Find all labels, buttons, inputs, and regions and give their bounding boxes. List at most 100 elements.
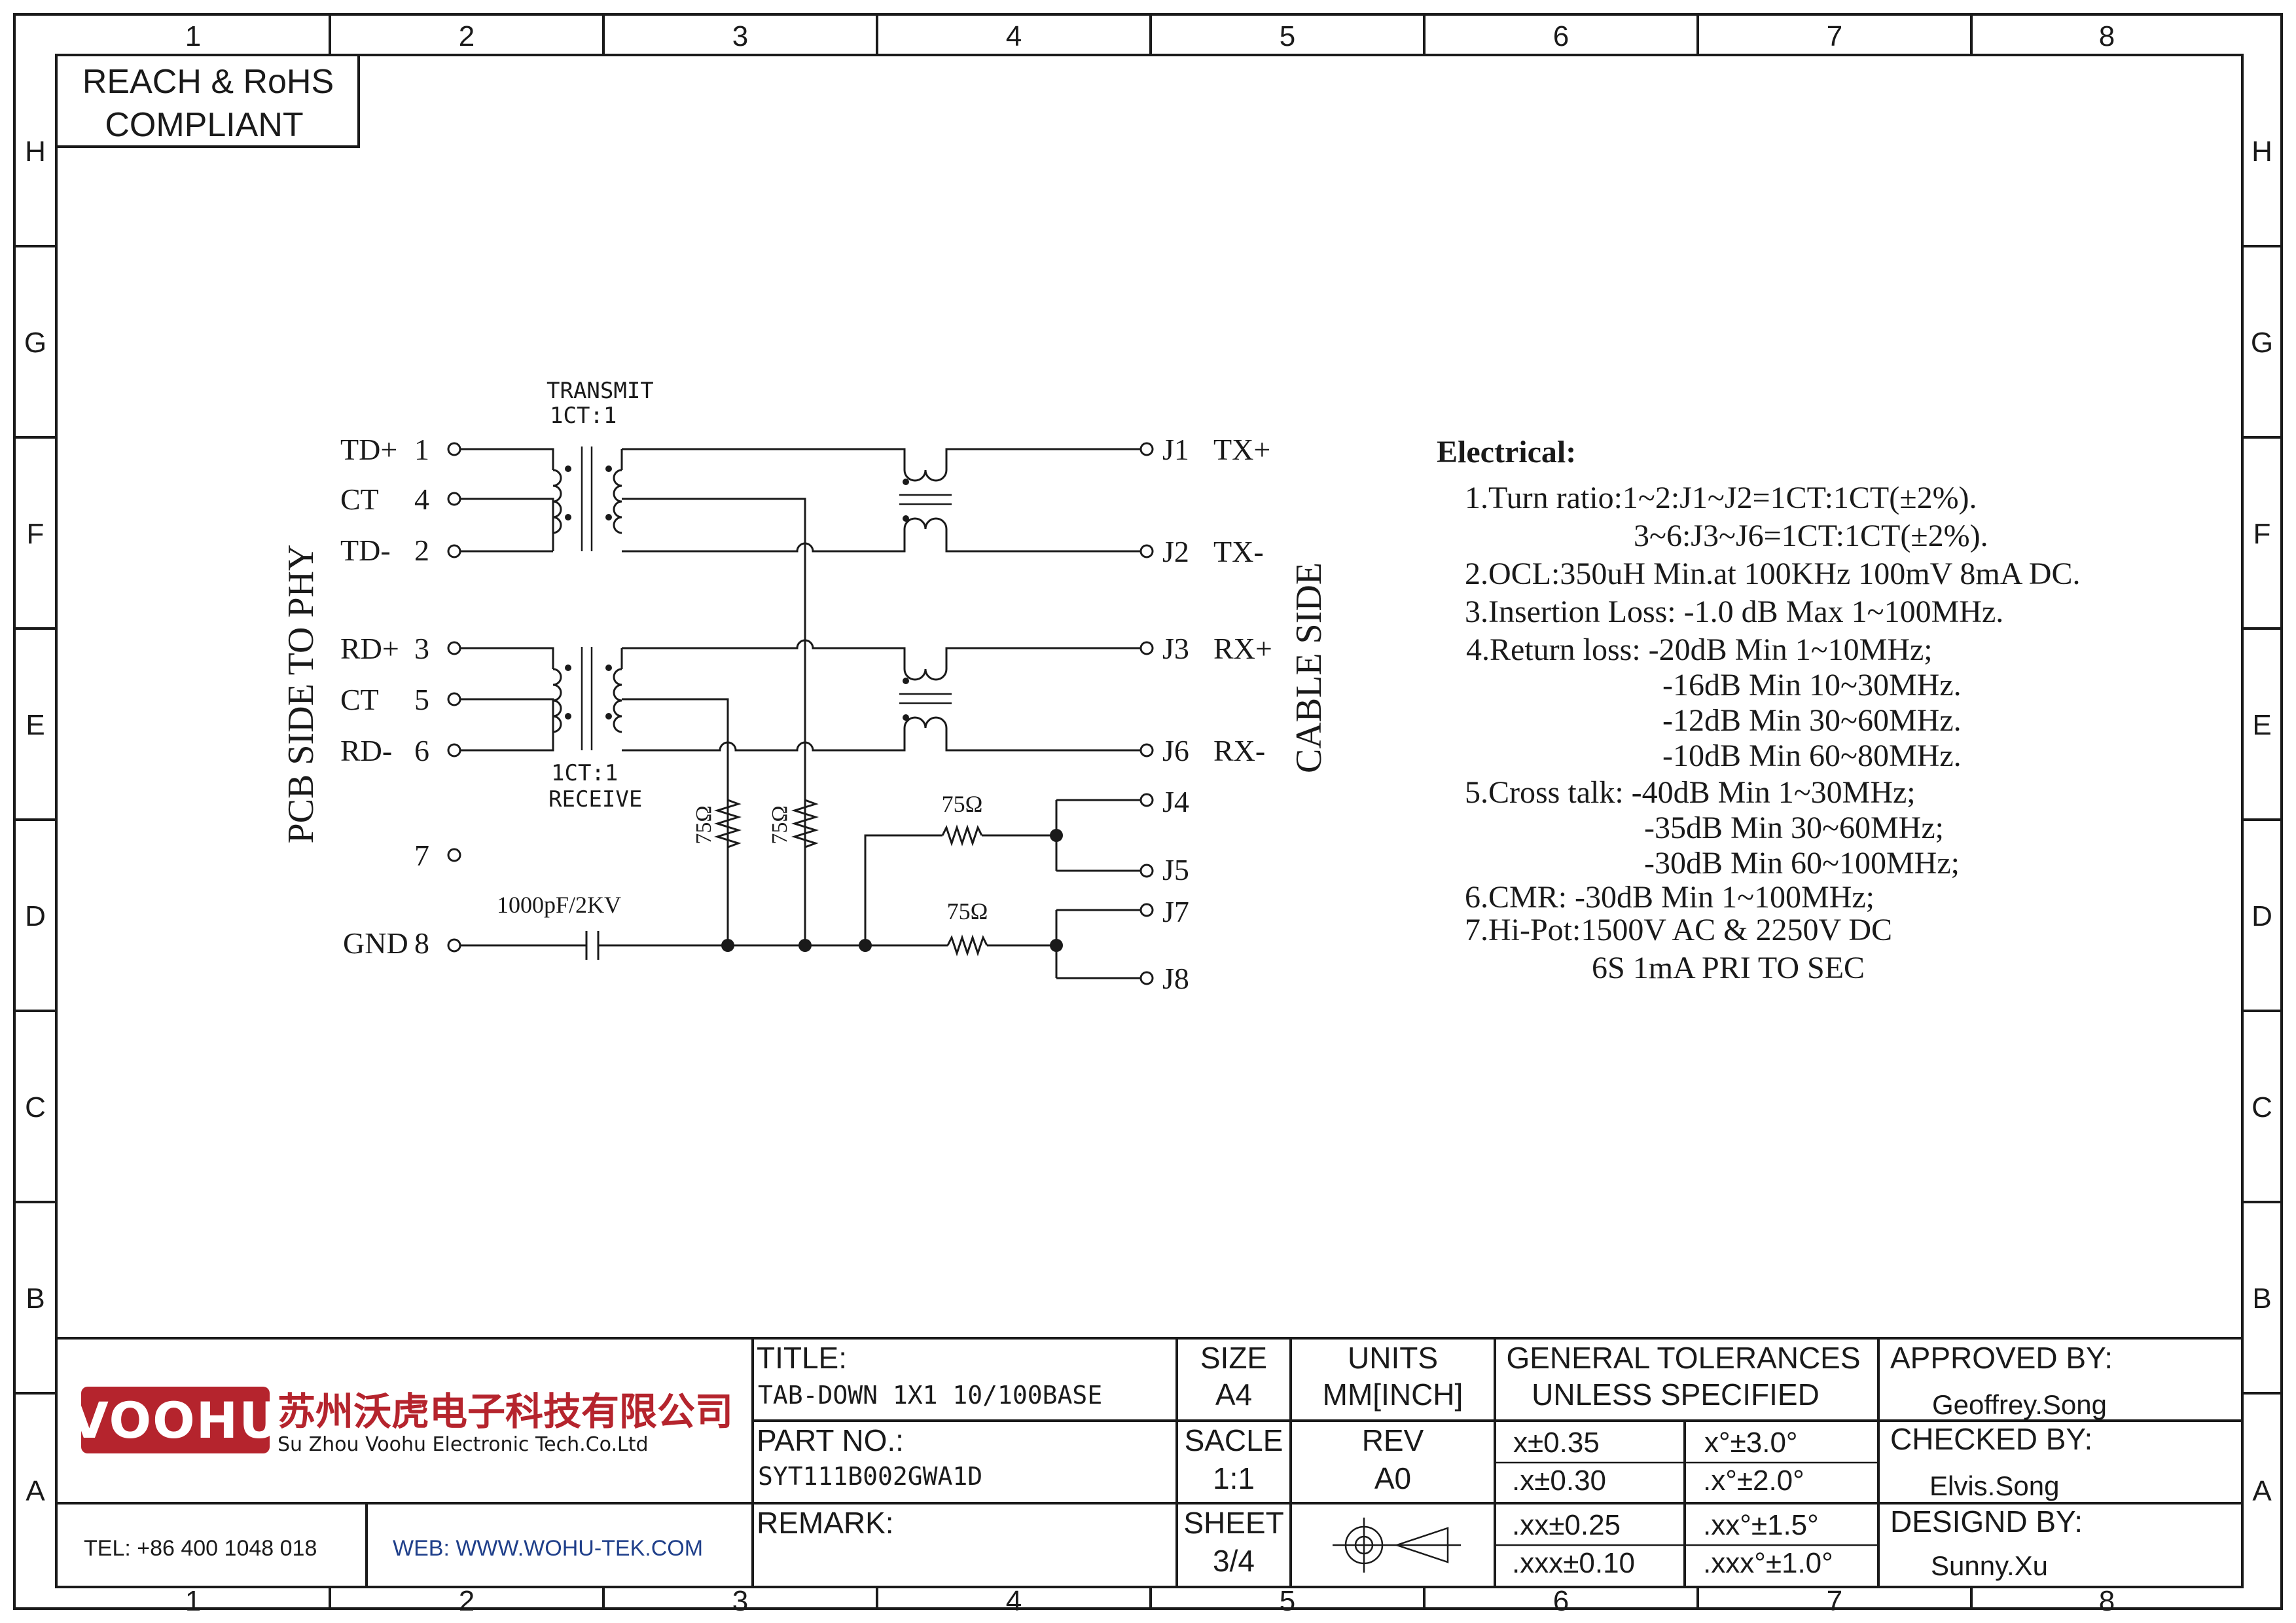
- zone-column-label: 8: [2099, 1585, 2115, 1617]
- pin-name-j7: J7: [1162, 895, 1189, 928]
- electrical-line: 7.Hi-Pot:1500V AC & 2250V DC: [1465, 913, 1892, 947]
- zone-row-label: D: [2251, 900, 2272, 932]
- tolerance-title-1: GENERAL TOLERANCES: [1506, 1341, 1860, 1375]
- size-value: A4: [1215, 1377, 1252, 1412]
- resistor-2: [791, 799, 819, 848]
- zone-column-label: 1: [185, 1585, 201, 1617]
- tolerance-angle-2: .xx°±1.5°: [1703, 1509, 1819, 1541]
- electrical-line: 6.CMR: -30dB Min 1~100MHz;: [1465, 880, 1874, 915]
- checked-by-value: Elvis.Song: [1929, 1470, 2059, 1501]
- zone-row-label: E: [2252, 709, 2271, 741]
- pin-name-ct-rx: CT: [340, 683, 379, 716]
- zone-row-label: F: [27, 518, 45, 550]
- pin-num-6: 6: [414, 734, 429, 767]
- zone-row-label: A: [2252, 1475, 2272, 1507]
- pin-signal-tx-plus: TX+: [1213, 433, 1270, 466]
- electrical-line: 5.Cross talk: -40dB Min 1~30MHz;: [1465, 775, 1916, 810]
- projection-symbol-icon: [1333, 1518, 1461, 1573]
- outer-border: [13, 13, 2283, 1610]
- receive-ratio: 1CT:1: [551, 760, 618, 786]
- zone-column-label: 2: [459, 1585, 475, 1617]
- pin-num-8: 8: [414, 926, 429, 960]
- resistor-label-4: 75Ω: [947, 898, 988, 924]
- pin-name-j8: J8: [1162, 962, 1189, 995]
- resistor-label-3: 75Ω: [942, 791, 983, 817]
- tolerance-angle-0: x°±3.0°: [1704, 1427, 1798, 1459]
- electrical-line: 1.Turn ratio:1~2:J1~J2=1CT:1CT(±2%).: [1465, 481, 1977, 515]
- electrical-line: -12dB Min 30~60MHz.: [1662, 703, 1962, 738]
- zone-ticks: [14, 14, 2282, 1609]
- pin-num-2: 2: [414, 534, 429, 567]
- electrical-line: 3~6:J3~J6=1CT:1CT(±2%).: [1634, 519, 1988, 553]
- pin-name-td-minus: TD-: [340, 534, 391, 567]
- pin-name-j6: J6: [1162, 734, 1189, 767]
- wiring: [461, 448, 1140, 979]
- compliance-line-2: COMPLIANT: [105, 106, 303, 144]
- sheet-label: SHEET: [1183, 1506, 1283, 1540]
- zone-column-label: 2: [459, 20, 475, 52]
- pin-signal-rx-plus: RX+: [1213, 632, 1272, 665]
- logo-text: VOOHU: [70, 1391, 281, 1450]
- zone-row-label: A: [26, 1475, 45, 1507]
- logo-badge: [81, 1387, 270, 1453]
- tolerance-title-2: UNLESS SPECIFIED: [1532, 1377, 1820, 1412]
- zone-row-label: C: [25, 1091, 46, 1123]
- pin-name-j4: J4: [1162, 785, 1189, 818]
- zone-column-label: 3: [732, 20, 748, 52]
- zone-row-label: H: [25, 136, 46, 168]
- compliance-box: REACH & RoHS COMPLIANT: [55, 54, 360, 148]
- zone-row-label: G: [24, 327, 46, 359]
- electrical-line: 4.Return loss: -20dB Min 1~10MHz;: [1466, 632, 1933, 667]
- pin-num-1: 1: [414, 433, 429, 466]
- pin-num-4: 4: [414, 483, 429, 516]
- size-label: SIZE: [1200, 1341, 1267, 1375]
- zone-column-label: 7: [1827, 1585, 1842, 1617]
- company-name-cn: 苏州沃虎电子科技有限公司: [278, 1389, 733, 1434]
- zone-column-label: 4: [1006, 1585, 1022, 1617]
- pin-name-ct-tx: CT: [340, 483, 379, 516]
- zone-row-label: H: [2251, 136, 2272, 168]
- designed-by-label: DESIGND BY:: [1890, 1504, 2083, 1539]
- units-value: MM[INCH]: [1323, 1377, 1463, 1412]
- approved-by-value: Geoffrey.Song: [1932, 1389, 2107, 1420]
- zone-column-label: 1: [185, 20, 201, 52]
- electrical-heading: Electrical:: [1437, 435, 1576, 469]
- title-label: TITLE:: [757, 1341, 847, 1375]
- electrical-line: 6S 1mA PRI TO SEC: [1592, 951, 1865, 985]
- pin-num-3: 3: [414, 632, 429, 665]
- resistor-4: [946, 934, 988, 957]
- electrical-line: 2.OCL:350uH Min.at 100KHz 100mV 8mA DC.: [1465, 556, 2080, 591]
- pin-num-5: 5: [414, 683, 429, 716]
- zone-column-label: 5: [1280, 1585, 1295, 1617]
- tolerance-angle-1: .x°±2.0°: [1703, 1465, 1804, 1497]
- units-label: UNITS: [1348, 1341, 1438, 1375]
- zone-column-label: 6: [1553, 1585, 1569, 1617]
- tolerance-linear-1: .x±0.30: [1512, 1465, 1606, 1497]
- schematic: TRANSMIT 1CT:1 1CT:1 RECEIVE PCB SIDE TO…: [281, 378, 1329, 995]
- pin-name-rd-plus: RD+: [340, 632, 399, 665]
- scale-label: SACLE: [1185, 1423, 1283, 1457]
- title-block: VOOHU 苏州沃虎电子科技有限公司 Su Zhou Voohu Electro…: [56, 1337, 2242, 1587]
- left-pin-terminals: [447, 442, 461, 953]
- pin-num-7: 7: [414, 839, 429, 872]
- tolerance-linear-0: x±0.35: [1513, 1427, 1600, 1459]
- zone-column-label: 4: [1006, 20, 1022, 52]
- zone-column-label: 8: [2099, 20, 2115, 52]
- receive-label: RECEIVE: [548, 786, 642, 812]
- electrical-line: -10dB Min 60~80MHz.: [1662, 739, 1962, 773]
- part-number-label: PART NO.:: [757, 1423, 904, 1457]
- zone-column-label: 6: [1553, 20, 1569, 52]
- zone-column-label: 5: [1280, 20, 1295, 52]
- tx-common-mode-choke: [899, 469, 952, 530]
- pin-name-gnd: GND: [343, 926, 408, 960]
- rev-label: REV: [1362, 1423, 1424, 1457]
- pin-name-j3: J3: [1162, 632, 1189, 665]
- transmit-label: TRANSMIT: [547, 378, 654, 404]
- tolerance-linear-2: .xx±0.25: [1512, 1509, 1621, 1541]
- rx-transformer: [552, 647, 622, 750]
- resistor-1: [713, 799, 742, 848]
- pin-signal-tx-minus: TX-: [1213, 535, 1264, 568]
- pin-name-j1: J1: [1162, 433, 1189, 466]
